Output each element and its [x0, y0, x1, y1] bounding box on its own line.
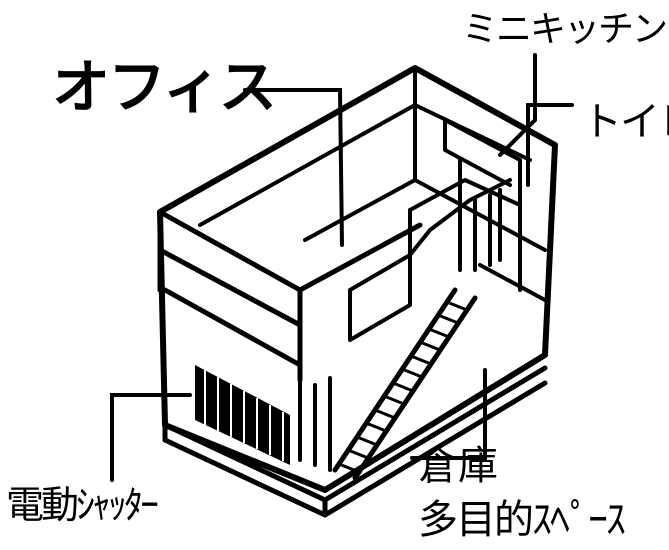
multipurpose-space-label: 多目的ｽﾍﾟｰｽ: [418, 497, 626, 543]
leader-mini-kitchen: [498, 53, 537, 157]
interior-edges: [198, 66, 547, 252]
electric-shutter-hatch: [195, 365, 290, 465]
office-label: オフィス: [52, 53, 277, 121]
electric-shutter-label: 電動ｼｬｯﾀｰ: [6, 483, 159, 527]
storage-label: 倉庫: [418, 443, 498, 489]
ground-columns: [298, 376, 332, 472]
staircase: [332, 287, 478, 481]
toilet-label: トイレ: [582, 99, 669, 145]
leader-toilet: [526, 103, 574, 187]
leader-shutter: [110, 393, 192, 482]
kitchen-toilet-area: [443, 118, 547, 302]
leader-office: [243, 88, 344, 247]
office-volume: [157, 209, 423, 383]
ground-slab: [162, 365, 548, 518]
leader-storage: [410, 368, 487, 460]
mini-kitchen-label: ミニキッチン: [462, 9, 668, 50]
leader-lines: [110, 53, 574, 482]
